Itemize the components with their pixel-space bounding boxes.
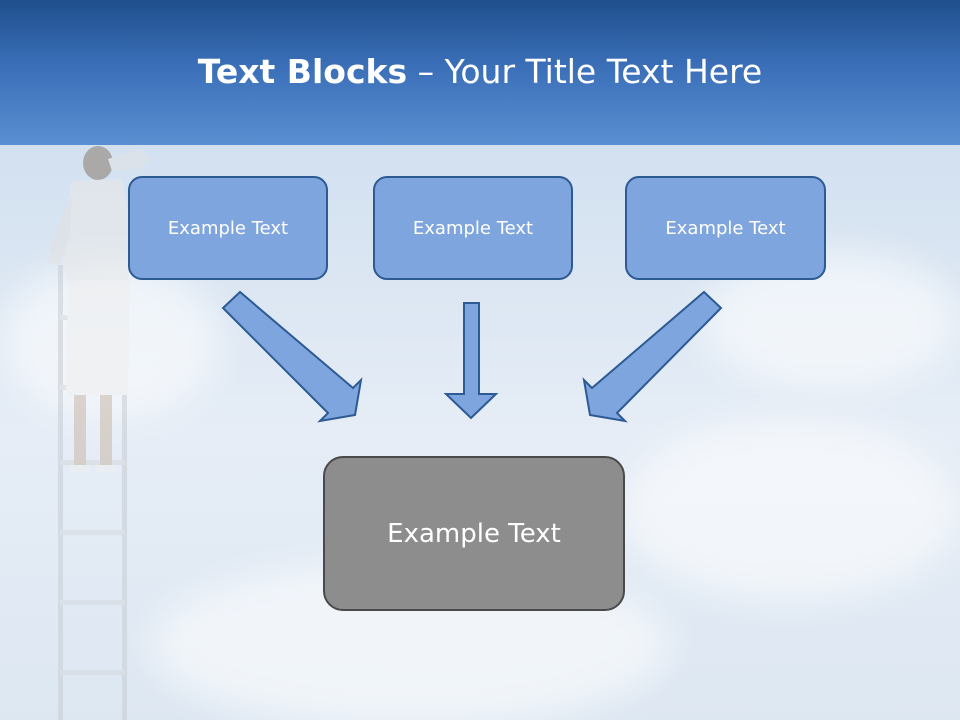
title-dash: – — [407, 52, 445, 91]
cloud — [620, 420, 960, 600]
text-block-3-label: Example Text — [665, 217, 786, 239]
arrow-center-down — [443, 302, 499, 420]
title-bold: Text Blocks — [197, 52, 408, 91]
arrow-left-diagonal — [221, 290, 363, 423]
text-block-2-label: Example Text — [412, 217, 534, 239]
result-block[interactable]: Example Text — [323, 456, 625, 611]
title-bar — [0, 0, 960, 145]
text-block-1-label: Example Text — [167, 217, 289, 239]
text-block-2[interactable]: Example Text — [373, 176, 573, 280]
text-block-3[interactable]: Example Text — [625, 176, 826, 280]
result-block-label: Example Text — [387, 518, 561, 549]
text-block-1[interactable]: Example Text — [128, 176, 328, 280]
title-rest: Your Title Text Here — [444, 52, 763, 91]
woman-on-ladder-image — [48, 146, 150, 720]
arrow-right-diagonal — [582, 290, 723, 423]
slide-title: Text Blocks – Your Title Text Here — [0, 52, 960, 91]
